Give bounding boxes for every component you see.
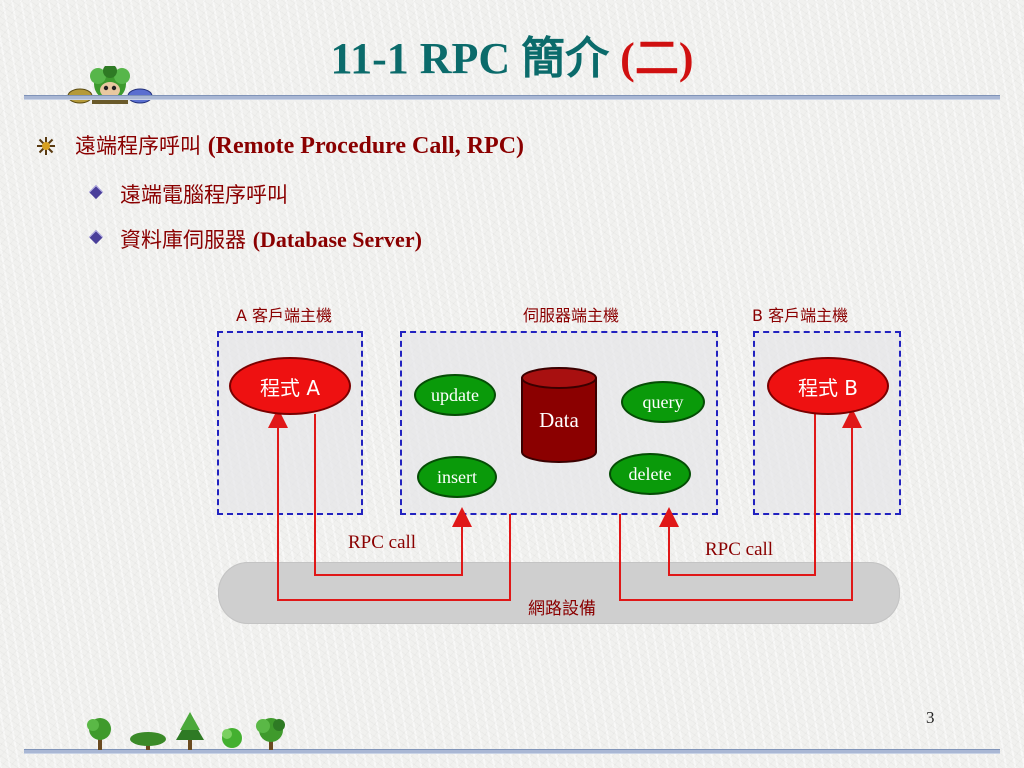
slide-title-suffix: (二) bbox=[620, 34, 694, 83]
title-divider bbox=[24, 95, 1000, 100]
rpc-call-b-to-server bbox=[659, 414, 816, 576]
rpc-return-server-to-b bbox=[619, 408, 862, 601]
trees-decoration-icon bbox=[87, 712, 285, 750]
network-label: 網路設備 bbox=[528, 599, 596, 619]
query-oval: query bbox=[621, 381, 705, 423]
network-device bbox=[218, 562, 900, 624]
database-cylinder-icon bbox=[521, 367, 597, 463]
rpc-return-server-to-a bbox=[268, 408, 511, 601]
program-b-label: 程式 B bbox=[797, 375, 859, 400]
insert-oval: insert bbox=[417, 456, 497, 498]
slide-title-main: 11-1 RPC 簡介 bbox=[330, 34, 621, 83]
page-number: 3 bbox=[926, 708, 935, 727]
bullet-remote-call-cjk: 遠端電腦程序呼叫 bbox=[120, 183, 288, 207]
delete-oval: delete bbox=[609, 453, 691, 495]
update-label: update bbox=[431, 384, 479, 405]
insert-label: insert bbox=[437, 466, 477, 487]
query-label: query bbox=[642, 391, 684, 412]
footer-divider bbox=[24, 749, 1000, 754]
database-label: Data bbox=[539, 408, 579, 432]
bullet-rpc: 遠端程序呼叫 (Remote Procedure Call, RPC) bbox=[75, 130, 524, 160]
client-a-label: A 客戶端主機 bbox=[236, 306, 333, 325]
slide-title: 11-1 RPC 簡介 (二) bbox=[0, 22, 1024, 86]
rpc-call-label-left: RPC call bbox=[348, 532, 417, 553]
bullet-remote-call: 遠端電腦程序呼叫 bbox=[120, 179, 288, 209]
server-label: 伺服器端主機 bbox=[523, 306, 620, 325]
bullet-rpc-cjk: 遠端程序呼叫 bbox=[75, 134, 208, 158]
program-b-oval: 程式 B bbox=[767, 357, 889, 415]
update-oval: update bbox=[414, 374, 496, 416]
bullet-burst-icon bbox=[37, 137, 55, 155]
bullet-database-server: 資料庫伺服器 (Database Server) bbox=[120, 224, 422, 254]
bullet-database-server-en: (Database Server) bbox=[252, 227, 422, 252]
delete-label: delete bbox=[628, 463, 672, 484]
bullet-database-server-cjk: 資料庫伺服器 bbox=[120, 228, 253, 252]
rpc-call-a-to-server bbox=[314, 414, 472, 576]
client-b-label: B 客戶端主機 bbox=[752, 306, 849, 325]
program-a-oval: 程式 A bbox=[229, 357, 351, 415]
program-a-label: 程式 A bbox=[259, 375, 321, 400]
rpc-call-label-right: RPC call bbox=[705, 539, 774, 560]
bullet-rpc-en: (Remote Procedure Call, RPC) bbox=[207, 133, 525, 159]
